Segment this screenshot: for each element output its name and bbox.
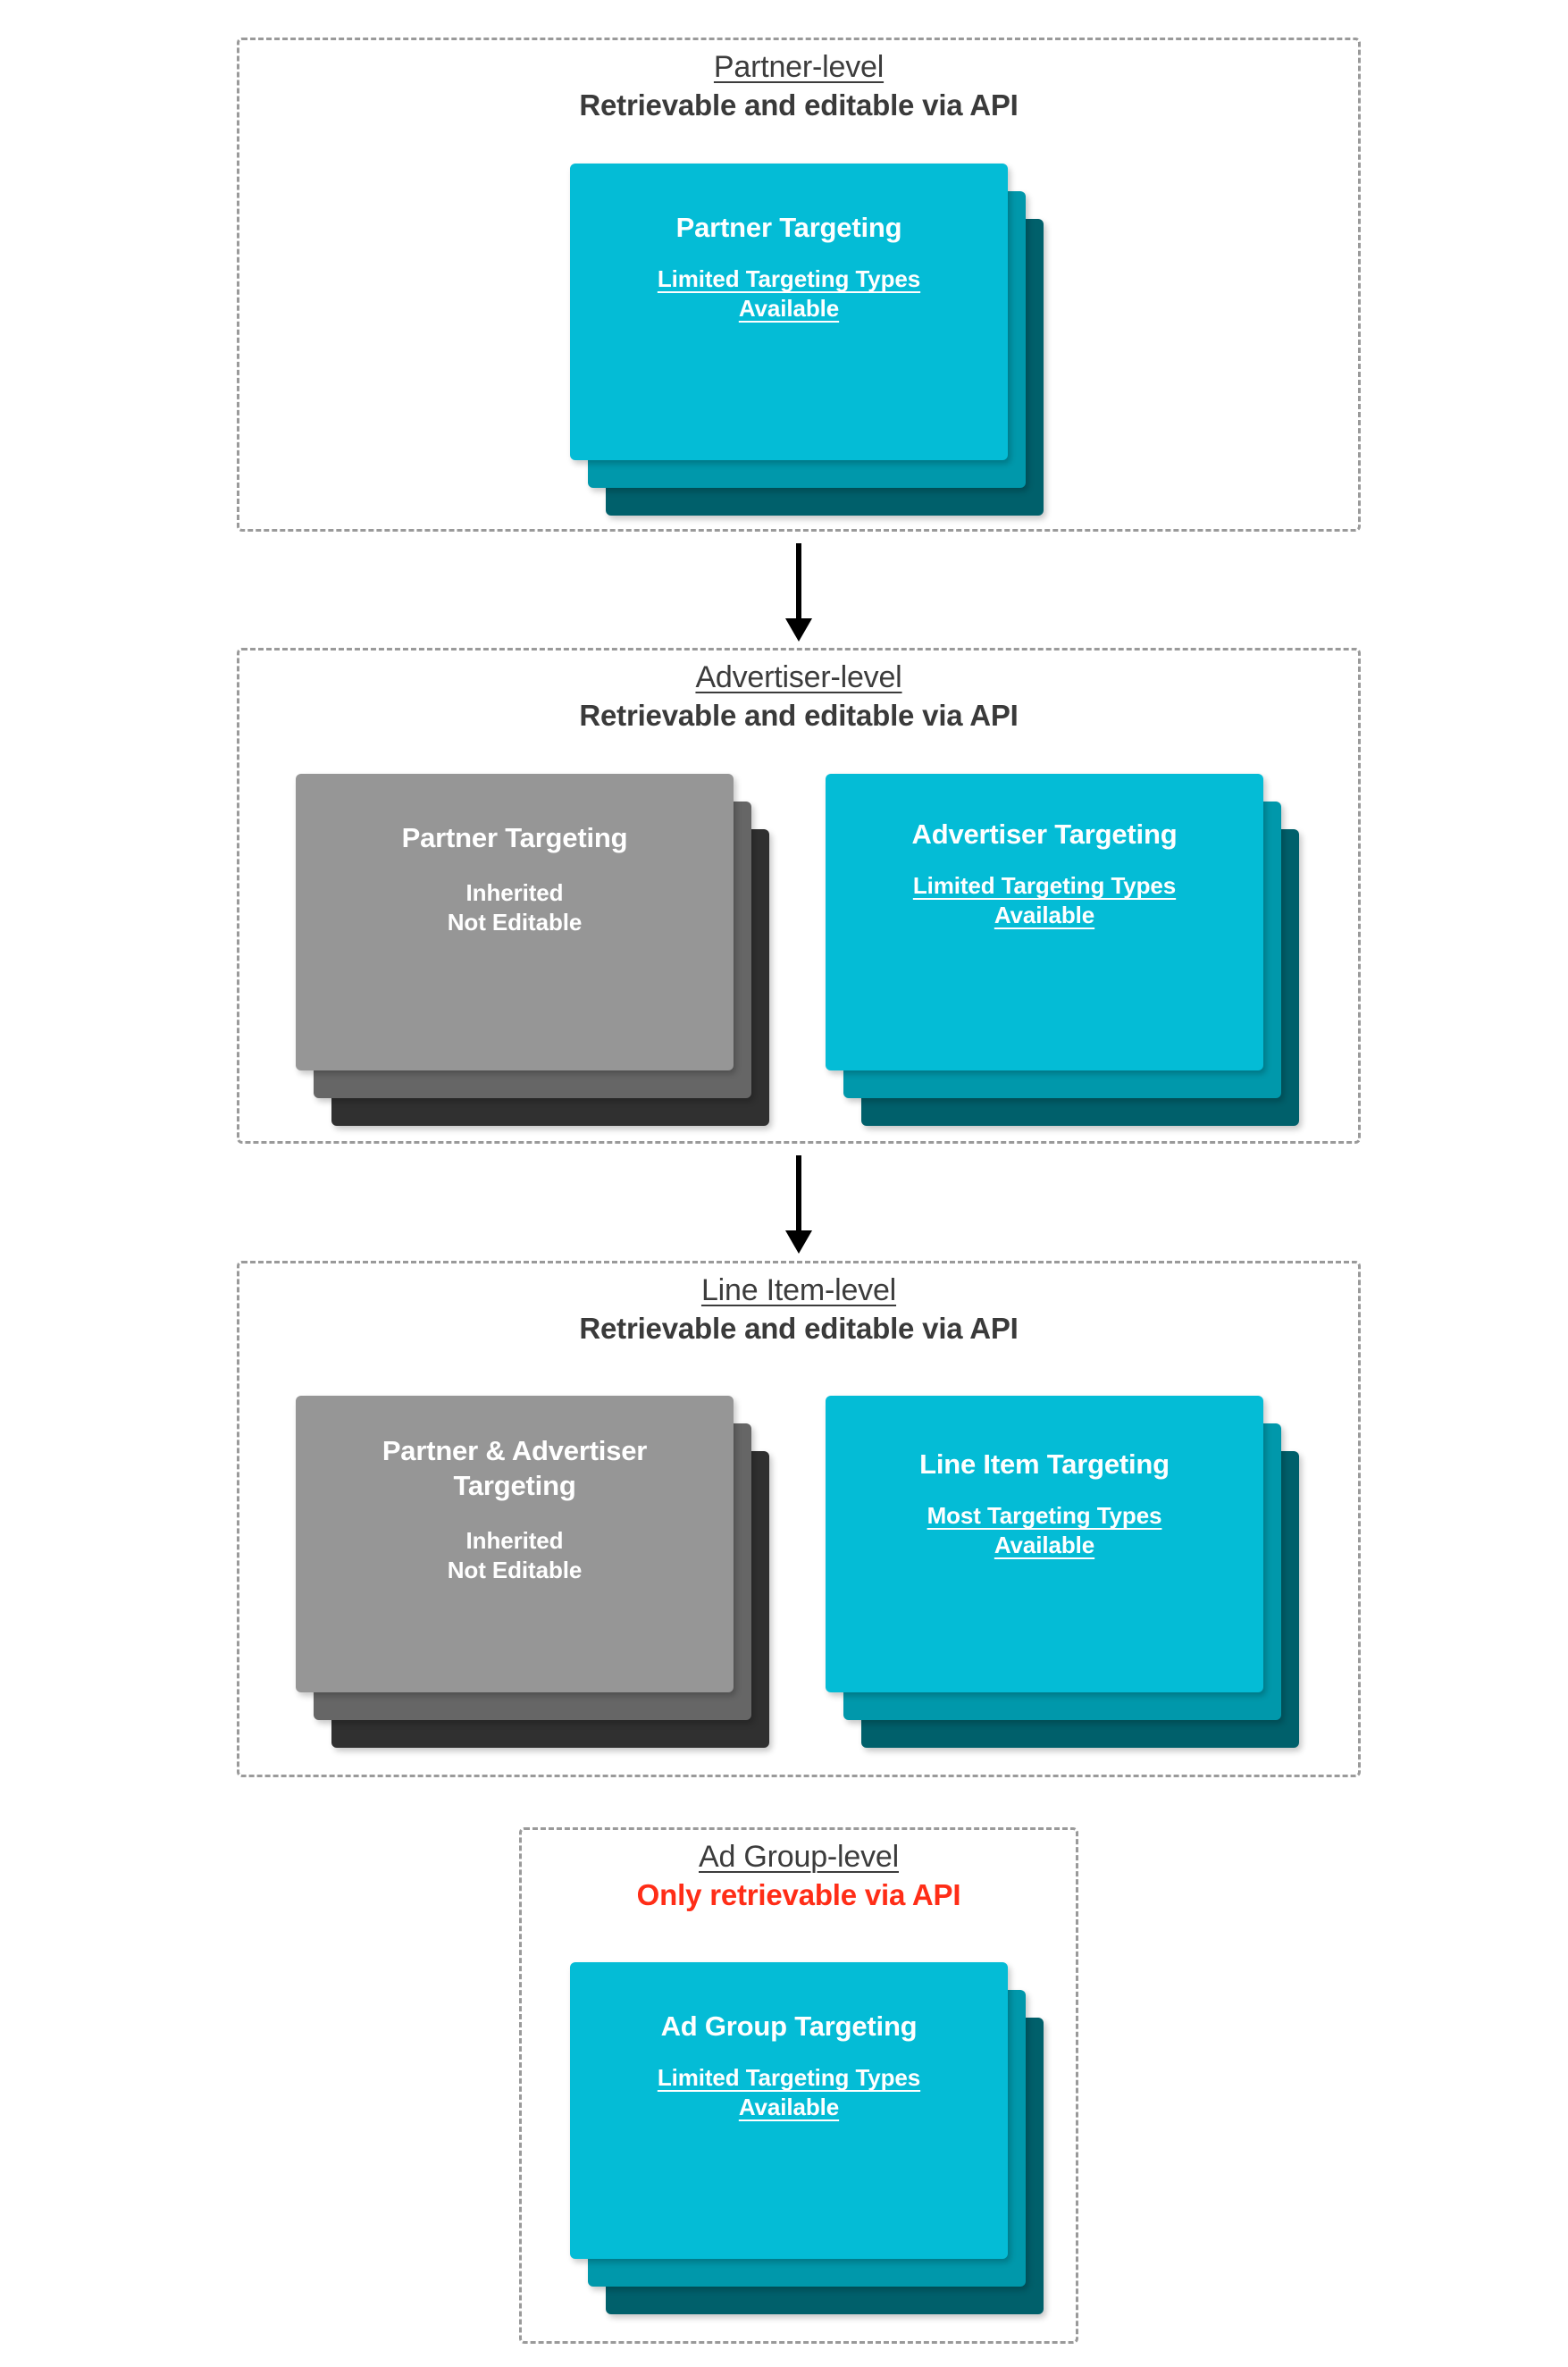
level-box-partner: Partner-level Retrievable and editable v… <box>237 38 1361 532</box>
card-note-line2: Available <box>994 902 1095 929</box>
card-note-line1: Limited Targeting Types <box>657 2064 921 2092</box>
card-title: Advertiser Targeting <box>911 818 1178 850</box>
card-note: Most Targeting Types Available <box>927 1501 1162 1561</box>
level-title-advertiser: Advertiser-level <box>695 660 902 694</box>
arrow-head-icon <box>785 618 812 642</box>
card-front-partner-targeting[interactable]: Partner Targeting Limited Targeting Type… <box>570 164 1008 460</box>
card-body: Ad Group Targeting Limited Targeting Typ… <box>570 2009 1008 2123</box>
card-stack-inherited-partner-advertiser-targeting: Partner & Advertiser Targeting Inherited… <box>296 1396 769 1749</box>
arrow-shaft <box>796 543 801 620</box>
card-note-line1: Inherited <box>465 1527 564 1555</box>
card-body: Advertiser Targeting Limited Targeting T… <box>826 817 1263 931</box>
card-body: Partner Targeting Inherited Not Editable <box>296 820 734 938</box>
arrow-advertiser-to-line-item <box>785 1155 812 1254</box>
card-stack-partner-targeting: Partner Targeting Limited Targeting Type… <box>570 164 1044 516</box>
card-note-line2: Not Editable <box>447 909 583 936</box>
level-api-status-line-item: Retrievable and editable via API <box>579 1312 1019 1346</box>
level-api-status-ad-group: Only retrievable via API <box>636 1878 961 1912</box>
card-note-line1: Inherited <box>465 879 564 907</box>
card-front-ad-group-targeting[interactable]: Ad Group Targeting Limited Targeting Typ… <box>570 1962 1008 2259</box>
card-front-advertiser-targeting[interactable]: Advertiser Targeting Limited Targeting T… <box>826 774 1263 1070</box>
card-note-line2: Available <box>738 2094 840 2121</box>
card-title: Ad Group Targeting <box>660 2010 918 2042</box>
level-box-line-item: Line Item-level Retrievable and editable… <box>237 1261 1361 1777</box>
card-stack-inherited-partner-targeting: Partner Targeting Inherited Not Editable <box>296 774 769 1127</box>
card-front-line-item-targeting[interactable]: Line Item Targeting Most Targeting Types… <box>826 1396 1263 1692</box>
level-header-advertiser: Advertiser-level Retrievable and editabl… <box>239 651 1358 734</box>
card-front-inherited-partner-advertiser-targeting[interactable]: Partner & Advertiser Targeting Inherited… <box>296 1396 734 1692</box>
card-title: Partner Targeting <box>401 822 628 853</box>
card-body: Line Item Targeting Most Targeting Types… <box>826 1447 1263 1561</box>
level-api-status-advertiser: Retrievable and editable via API <box>579 699 1019 733</box>
arrow-partner-to-advertiser <box>785 543 812 642</box>
card-note-line2: Available <box>738 295 840 323</box>
card-title: Partner Targeting <box>675 212 902 243</box>
card-front-inherited-partner-targeting[interactable]: Partner Targeting Inherited Not Editable <box>296 774 734 1070</box>
card-body: Partner & Advertiser Targeting Inherited… <box>296 1433 734 1586</box>
card-note: Limited Targeting Types Available <box>913 871 1176 931</box>
card-note: Inherited Not Editable <box>447 1526 583 1586</box>
card-stack-advertiser-targeting: Advertiser Targeting Limited Targeting T… <box>826 774 1299 1127</box>
card-note-line1: Limited Targeting Types <box>657 265 921 293</box>
level-title-line-item: Line Item-level <box>700 1273 897 1307</box>
arrow-shaft <box>796 1155 801 1232</box>
card-title: Partner & Advertiser Targeting <box>382 1435 648 1502</box>
card-note-line1: Limited Targeting Types <box>912 872 1177 900</box>
level-title-ad-group: Ad Group-level <box>699 1840 899 1874</box>
level-header-ad-group: Ad Group-level Only retrievable via API <box>522 1830 1076 1914</box>
card-stack-ad-group-targeting: Ad Group Targeting Limited Targeting Typ… <box>570 1962 1044 2315</box>
level-title-partner: Partner-level <box>713 50 885 84</box>
card-note: Limited Targeting Types Available <box>658 2063 920 2123</box>
level-header-partner: Partner-level Retrievable and editable v… <box>239 40 1358 124</box>
card-note-line2: Not Editable <box>447 1557 583 1584</box>
arrow-head-icon <box>785 1230 812 1254</box>
card-note: Inherited Not Editable <box>447 878 583 938</box>
level-box-advertiser: Advertiser-level Retrievable and editabl… <box>237 648 1361 1144</box>
card-note-line1: Most Targeting Types <box>927 1502 1162 1530</box>
card-note: Limited Targeting Types Available <box>658 264 920 324</box>
level-header-line-item: Line Item-level Retrievable and editable… <box>239 1263 1358 1347</box>
level-box-ad-group: Ad Group-level Only retrievable via API … <box>519 1827 1078 2344</box>
card-body: Partner Targeting Limited Targeting Type… <box>570 210 1008 324</box>
card-title: Line Item Targeting <box>919 1448 1170 1480</box>
card-stack-line-item-targeting: Line Item Targeting Most Targeting Types… <box>826 1396 1299 1749</box>
card-note-line2: Available <box>994 1532 1095 1559</box>
level-api-status-partner: Retrievable and editable via API <box>579 88 1019 122</box>
